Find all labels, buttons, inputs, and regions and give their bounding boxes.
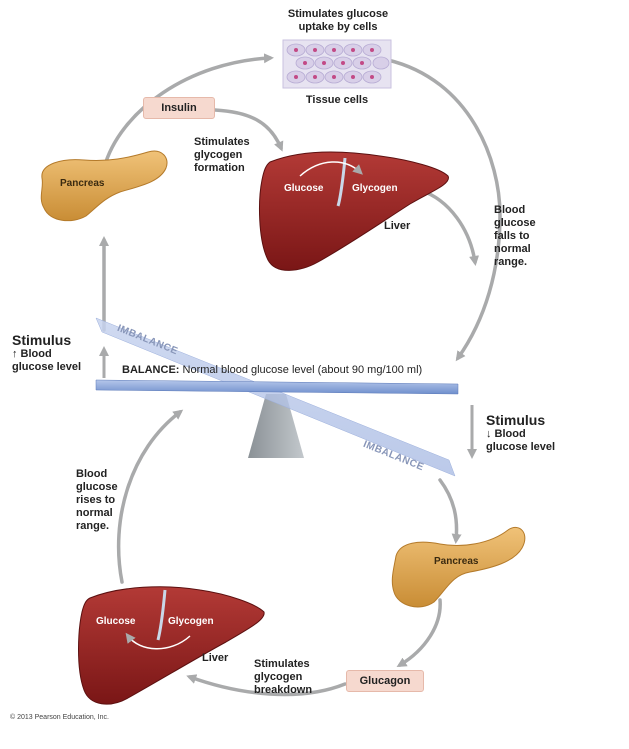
falls-line-4: normal xyxy=(494,243,531,255)
glycogen-breakdown-line-2: glycogen xyxy=(254,671,303,683)
tissue-caption-line-1: Stimulates glucose xyxy=(287,8,389,20)
balance-text: Normal blood glucose level (about 90 mg/… xyxy=(182,364,423,376)
balance-beam xyxy=(95,379,459,395)
stimulus-up-line-1: ↑ Blood xyxy=(12,348,52,360)
stimulus-up-title: Stimulus xyxy=(12,332,72,348)
pancreas-bottom-label: Pancreas xyxy=(434,556,479,567)
seesaw xyxy=(95,317,459,477)
tissue-cells-label: Tissue cells xyxy=(305,94,369,106)
glycogen-breakdown-line-3: breakdown xyxy=(254,684,313,696)
pancreas-bottom-image xyxy=(391,526,526,608)
balance-bold: BALANCE: xyxy=(122,364,180,376)
copyright-notice: © 2013 Pearson Education, Inc. xyxy=(10,714,109,721)
liver-top-glucose: Glucose xyxy=(284,183,324,194)
liver-bottom-glycogen: Glycogen xyxy=(168,616,214,627)
glycogen-formation-line-2: glycogen xyxy=(194,149,243,161)
glucagon-label: Glucagon xyxy=(346,670,424,692)
stimulates-glycogen-formation: Stimulates glycogen formation xyxy=(194,136,274,175)
liver-bottom-label: Liver xyxy=(202,652,229,664)
stimulus-up-line-2: glucose level xyxy=(12,361,82,373)
liver-top-glycogen: Glycogen xyxy=(352,183,398,194)
falls-line-3: falls to xyxy=(494,230,530,242)
glucose-falls-caption: Blood glucose falls to normal range. xyxy=(494,204,564,269)
glycogen-breakdown-line-1: Stimulates xyxy=(254,658,310,670)
stimulus-down-line-2: glucose level xyxy=(486,441,556,453)
tissue-cells-image xyxy=(282,39,392,89)
balance-label: BALANCE: Normal blood glucose level (abo… xyxy=(122,364,502,377)
glycogen-formation-line-3: formation xyxy=(194,162,245,174)
falls-line-5: range. xyxy=(494,256,528,268)
stimulates-glycogen-breakdown: Stimulates glycogen breakdown xyxy=(254,658,334,697)
tissue-caption-line-2: uptake by cells xyxy=(298,21,378,33)
rises-line-4: normal xyxy=(76,507,113,519)
liver-top-image xyxy=(259,151,449,271)
stimulus-down-line-1: ↓ Blood xyxy=(486,428,526,440)
stimulus-up: Stimulus ↑ Blood glucose level xyxy=(12,332,102,374)
pancreas-top-label: Pancreas xyxy=(60,178,105,189)
liver-bottom-glucose: Glucose xyxy=(96,616,136,627)
tissue-caption: Stimulates glucose uptake by cells xyxy=(276,8,400,34)
pancreas-top-image xyxy=(40,150,168,222)
liver-bottom-image xyxy=(78,586,265,705)
rises-line-2: glucose xyxy=(76,481,118,493)
falls-line-2: glucose xyxy=(494,217,536,229)
imbalance-beam xyxy=(95,317,456,477)
glucose-rises-caption: Blood glucose rises to normal range. xyxy=(76,468,146,533)
rises-line-5: range. xyxy=(76,520,110,532)
liver-bottom-cycle-arrow xyxy=(125,632,191,650)
stimulus-down-title: Stimulus xyxy=(486,412,546,428)
rises-line-3: rises to xyxy=(76,494,116,506)
rises-line-1: Blood xyxy=(76,468,108,480)
cycle-arrows xyxy=(99,53,502,697)
falls-line-1: Blood xyxy=(494,204,526,216)
insulin-label: Insulin xyxy=(143,97,215,119)
stimulus-down: Stimulus ↓ Blood glucose level xyxy=(486,412,586,454)
glycogen-formation-line-1: Stimulates xyxy=(194,136,250,148)
liver-top-cycle-arrow xyxy=(299,161,363,177)
liver-top-label: Liver xyxy=(384,220,411,232)
